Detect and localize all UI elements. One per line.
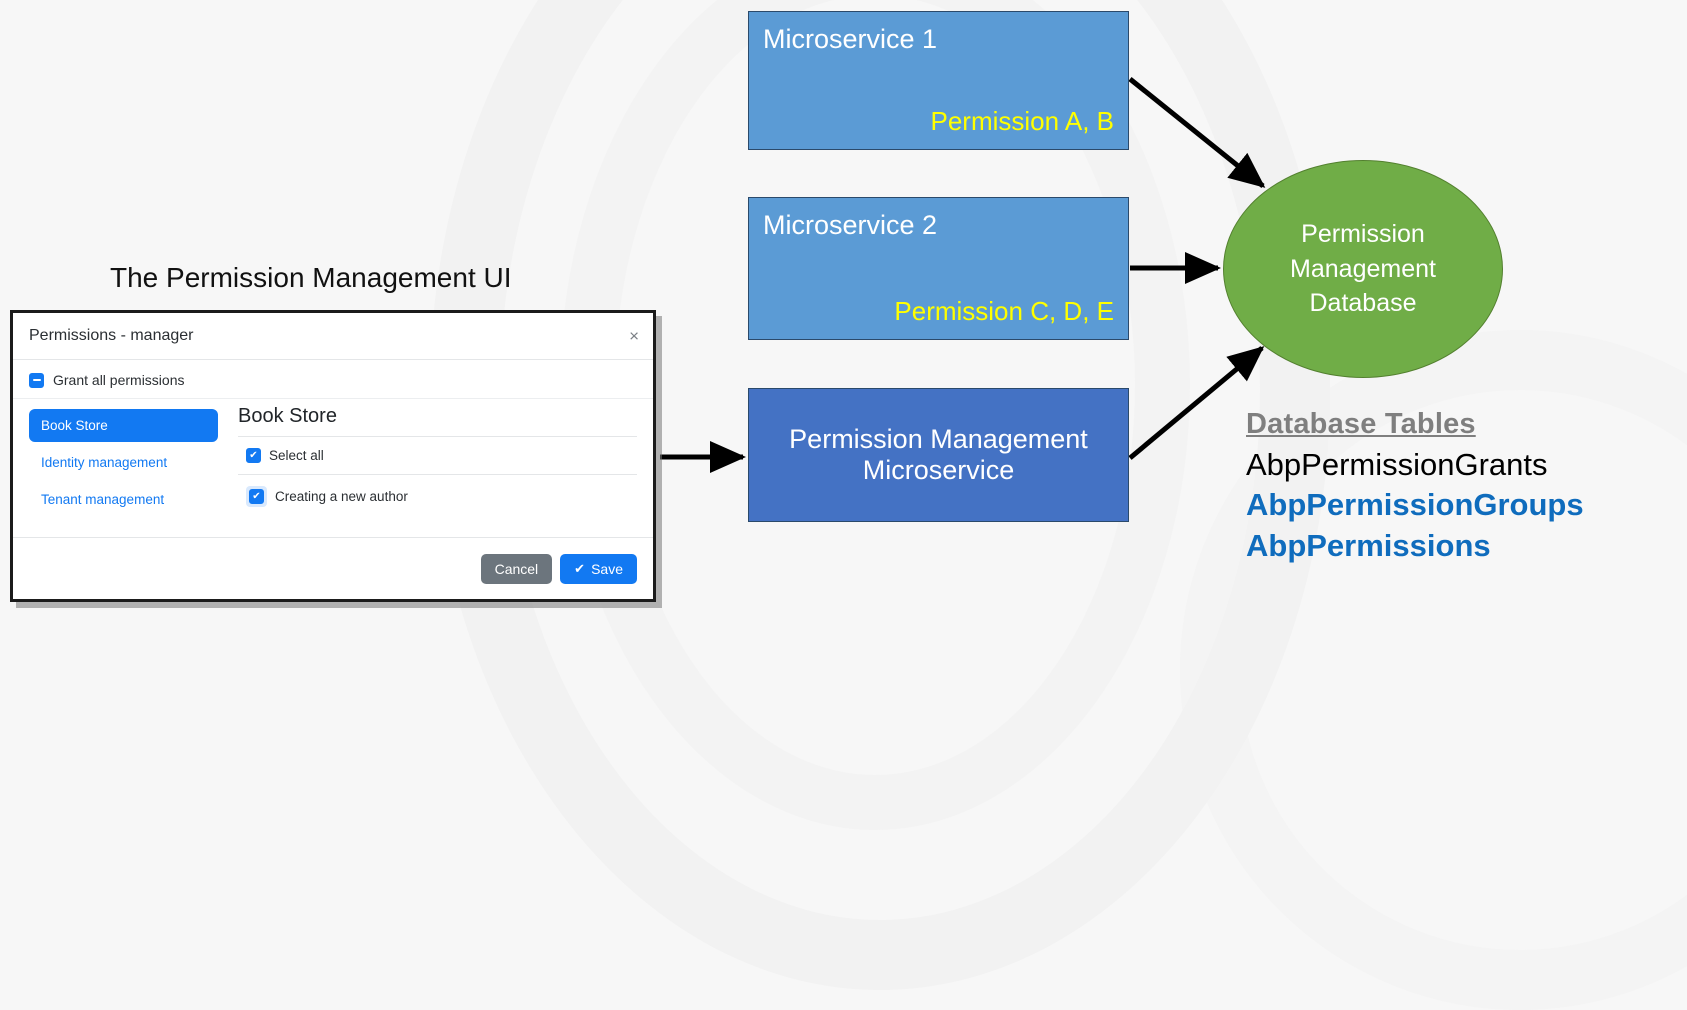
cancel-button[interactable]: Cancel: [480, 553, 553, 584]
check-icon: ✔: [574, 560, 586, 576]
microservice-1-permissions: Permission A, B: [930, 106, 1114, 137]
select-all-label: Select all: [269, 448, 324, 463]
permission-row-select-all[interactable]: ✔ Select all: [238, 437, 637, 474]
check-icon: ✔: [249, 449, 258, 461]
grant-all-permissions-checkbox[interactable]: [29, 372, 44, 388]
modal-header: Permissions - manager ×: [13, 313, 653, 360]
microservice-2-box: Microservice 2 Permission C, D, E: [748, 197, 1129, 340]
save-button[interactable]: ✔ Save: [560, 553, 637, 584]
permission-management-database-node: Permission Management Database: [1223, 160, 1503, 378]
checkbox-focus-ring: ✔: [246, 486, 267, 507]
divider: [238, 436, 637, 437]
database-table-row: AbpPermissionGrants: [1246, 447, 1548, 482]
microservice-2-permissions: Permission C, D, E: [894, 296, 1114, 327]
indeterminate-dash-icon: [32, 379, 41, 381]
save-button-label: Save: [591, 560, 623, 577]
permission-management-microservice-title: Permission Management Microservice: [789, 423, 1088, 485]
creating-a-new-author-checkbox[interactable]: ✔: [249, 489, 264, 504]
group-item-tenant-management[interactable]: Tenant management: [41, 492, 165, 507]
database-node-line-3: Database: [1309, 289, 1417, 318]
grant-all-permissions-label: Grant all permissions: [53, 372, 185, 388]
creating-a-new-author-label: Creating a new author: [275, 489, 408, 504]
database-tables-legend: Database Tables AbpPermissionGrants AbpP…: [1246, 408, 1666, 566]
permission-row-creating-a-new-author[interactable]: ✔ Creating a new author: [238, 475, 637, 518]
database-table-row: AbpPermissionGroups: [1246, 487, 1584, 523]
grant-all-permissions-row[interactable]: Grant all permissions: [13, 360, 653, 399]
microservice-1-box: Microservice 1 Permission A, B: [748, 11, 1129, 150]
permission-management-microservice-box: Permission Management Microservice: [748, 388, 1129, 522]
permission-management-ui-caption: The Permission Management UI: [110, 262, 512, 293]
select-all-checkbox[interactable]: ✔: [246, 448, 261, 463]
permission-pane-title: Book Store: [238, 405, 337, 427]
group-item-identity-management[interactable]: Identity management: [41, 455, 168, 470]
close-icon[interactable]: ×: [629, 326, 639, 346]
permission-group-list: Book Store Identity management Tenant ma…: [13, 399, 218, 554]
database-table-row: AbpPermissions: [1246, 527, 1491, 563]
group-item-book-store[interactable]: Book Store: [29, 409, 218, 442]
microservice-2-title: Microservice 2: [763, 210, 938, 240]
database-node-line-2: Management: [1290, 254, 1436, 283]
microservice-1-title: Microservice 1: [763, 24, 938, 54]
permissions-modal: Permissions - manager × Grant all permis…: [10, 310, 656, 602]
check-icon: ✔: [252, 490, 261, 502]
divider: [238, 474, 637, 475]
permission-pane: Book Store ✔ Select all ✔ Creating a new…: [218, 399, 653, 554]
modal-title: Permissions - manager: [29, 327, 194, 344]
database-tables-heading: Database Tables: [1246, 408, 1476, 440]
modal-body: Book Store Identity management Tenant ma…: [13, 399, 653, 554]
diagram-arrows: [660, 77, 1266, 473]
modal-footer: Cancel ✔ Save: [13, 537, 653, 599]
database-node-line-1: Permission: [1301, 220, 1425, 249]
